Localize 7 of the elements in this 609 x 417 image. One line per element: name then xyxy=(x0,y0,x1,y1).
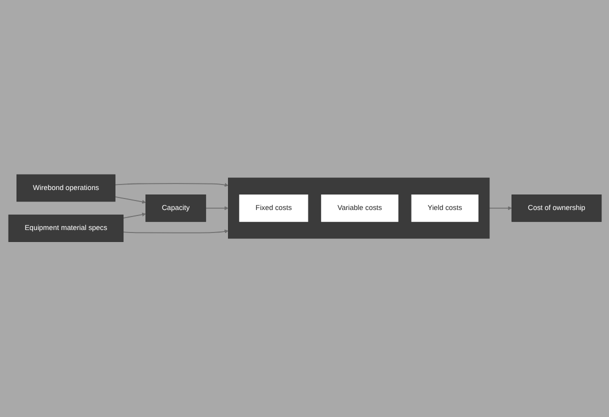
arrow xyxy=(204,206,228,210)
arrow xyxy=(488,206,512,210)
arrow xyxy=(122,212,146,219)
cluster xyxy=(228,178,490,239)
arrow xyxy=(114,183,228,188)
arrow xyxy=(122,230,228,234)
arrow xyxy=(114,196,146,204)
